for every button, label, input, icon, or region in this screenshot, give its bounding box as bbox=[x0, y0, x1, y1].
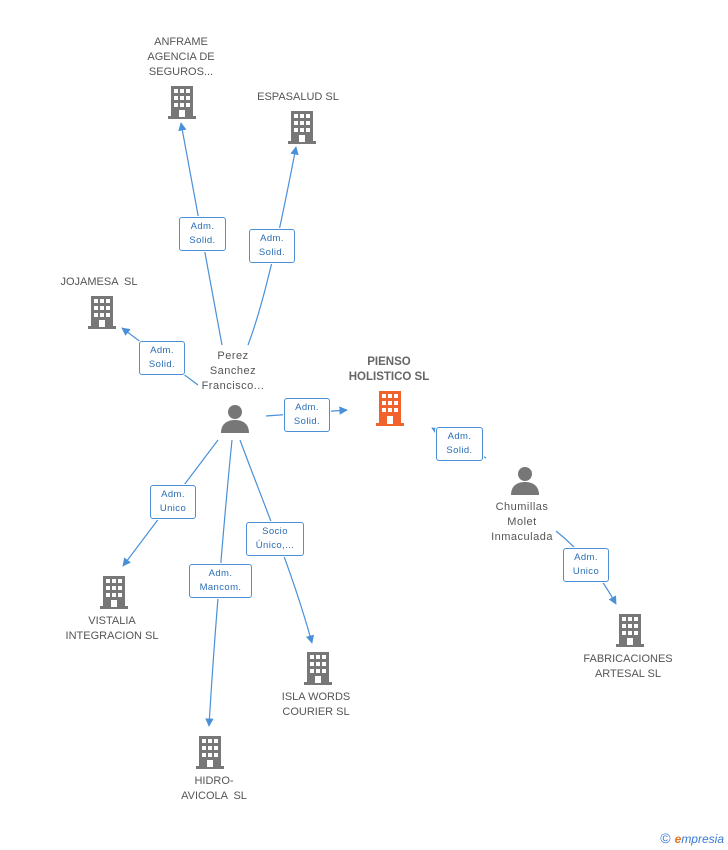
edge-label-espasalud: Adm. Solid. bbox=[249, 229, 295, 263]
node-label-chumillas: Chumillas Molet Inmaculada bbox=[491, 501, 553, 543]
edge-label-isla: Socio Único,... bbox=[246, 522, 304, 556]
node-label-perez: Perez Sanchez Francisco... bbox=[201, 350, 265, 392]
edge-label-hidro: Adm. Mancom. bbox=[189, 564, 252, 598]
building-icon[interactable] bbox=[374, 390, 406, 426]
building-icon[interactable] bbox=[98, 575, 130, 609]
brand-logo-e: e bbox=[674, 832, 682, 846]
building-icon[interactable] bbox=[286, 110, 318, 144]
edge-label-anframe: Adm. Solid. bbox=[179, 217, 226, 251]
edge-label-main: Adm. Solid. bbox=[284, 398, 330, 432]
edge-label-chumillas-main: Adm. Solid. bbox=[436, 427, 483, 461]
node-label-hidro: HIDRO- AVICOLA SL bbox=[181, 775, 247, 802]
building-icon[interactable] bbox=[194, 735, 226, 769]
brand-name: mpresia bbox=[681, 832, 724, 846]
node-label-jojamesa: JOJAMESA SL bbox=[60, 276, 138, 288]
copyright-icon: © bbox=[660, 830, 671, 846]
node-label-anframe: ANFRAME AGENCIA DE SEGUROS... bbox=[147, 36, 215, 78]
person-icon[interactable] bbox=[220, 403, 250, 433]
building-icon[interactable] bbox=[302, 651, 334, 685]
building-icon[interactable] bbox=[614, 613, 646, 647]
building-icon[interactable] bbox=[166, 85, 198, 119]
person-icon[interactable] bbox=[510, 465, 540, 495]
node-label-fabricaciones: FABRICACIONES ARTESAL SL bbox=[583, 653, 673, 680]
edge-label-fabricaciones: Adm. Unico bbox=[563, 548, 609, 582]
node-label-espasalud: ESPASALUD SL bbox=[257, 91, 339, 103]
node-label-vistalia: VISTALIA INTEGRACION SL bbox=[65, 615, 159, 642]
node-label-isla: ISLA WORDS COURIER SL bbox=[281, 691, 351, 718]
building-icon[interactable] bbox=[86, 295, 118, 329]
edge-label-vistalia: Adm. Unico bbox=[150, 485, 196, 519]
node-label-main: PIENSO HOLISTICO SL bbox=[348, 356, 430, 383]
edge-label-jojamesa: Adm. Solid. bbox=[139, 341, 185, 375]
empresia-watermark[interactable]: ©empresia bbox=[660, 830, 724, 846]
